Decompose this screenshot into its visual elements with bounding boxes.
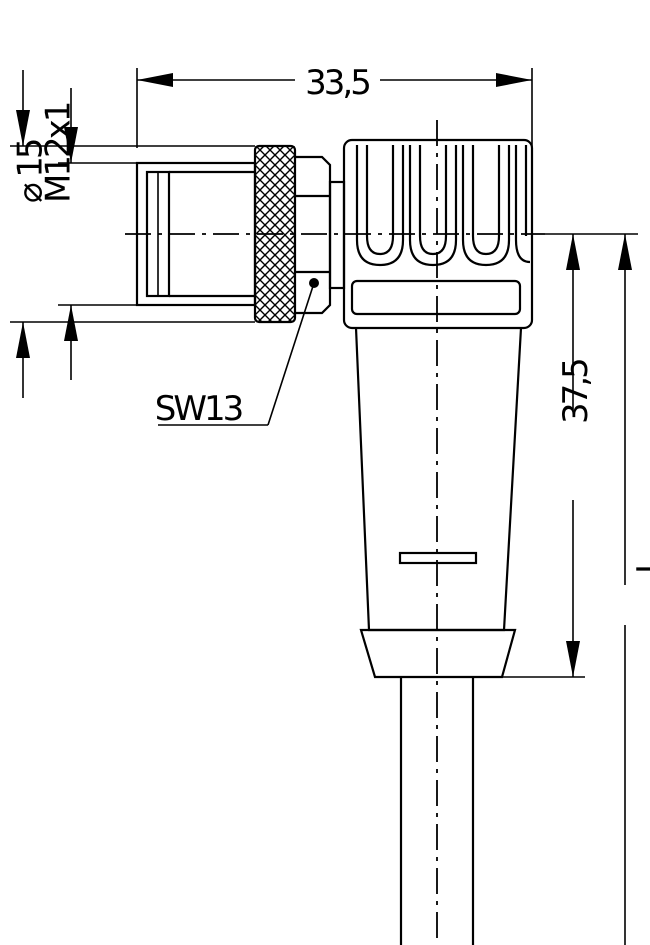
length-label: L: [630, 555, 650, 574]
cable: [399, 677, 475, 945]
wrench-size-label: SW13: [155, 389, 242, 429]
knurled-nut: [253, 144, 297, 324]
width-dimension: 33,5: [136, 63, 533, 148]
diameter-label: ⌀ 15: [11, 140, 51, 203]
wrench-size-callout: SW13: [155, 282, 315, 429]
angled-housing: [342, 138, 534, 330]
width-dimension-label: 33,5: [305, 63, 369, 103]
strain-relief: [354, 327, 523, 679]
height-label: 37,5: [556, 360, 596, 424]
hex-section: [295, 155, 346, 315]
thread-label: M12x1: [38, 103, 78, 203]
center-lines: [125, 120, 545, 945]
diameter-dimension: ⌀ 15 M12x1: [10, 70, 255, 398]
height-dimension: 37,5 L: [502, 233, 650, 945]
